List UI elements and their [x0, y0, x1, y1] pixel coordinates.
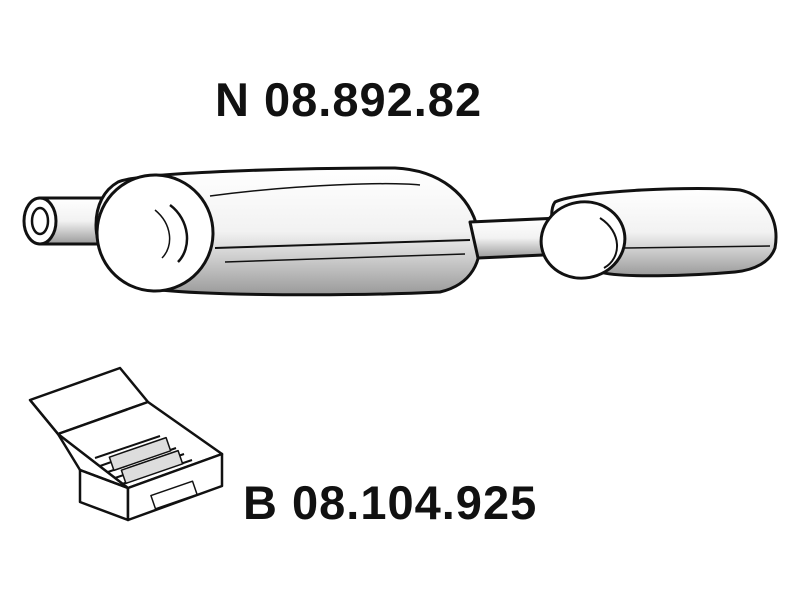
mounting-kit-part-number: B 08.104.925 [243, 476, 538, 529]
mounting-kit-box-icon [28, 366, 224, 522]
kit-contents [94, 435, 193, 485]
exhaust-part-number: N 08.892.82 [215, 73, 483, 126]
center-muffler [94, 166, 482, 297]
rear-silencer [539, 187, 778, 280]
muffler-assembly-icon [22, 166, 778, 297]
